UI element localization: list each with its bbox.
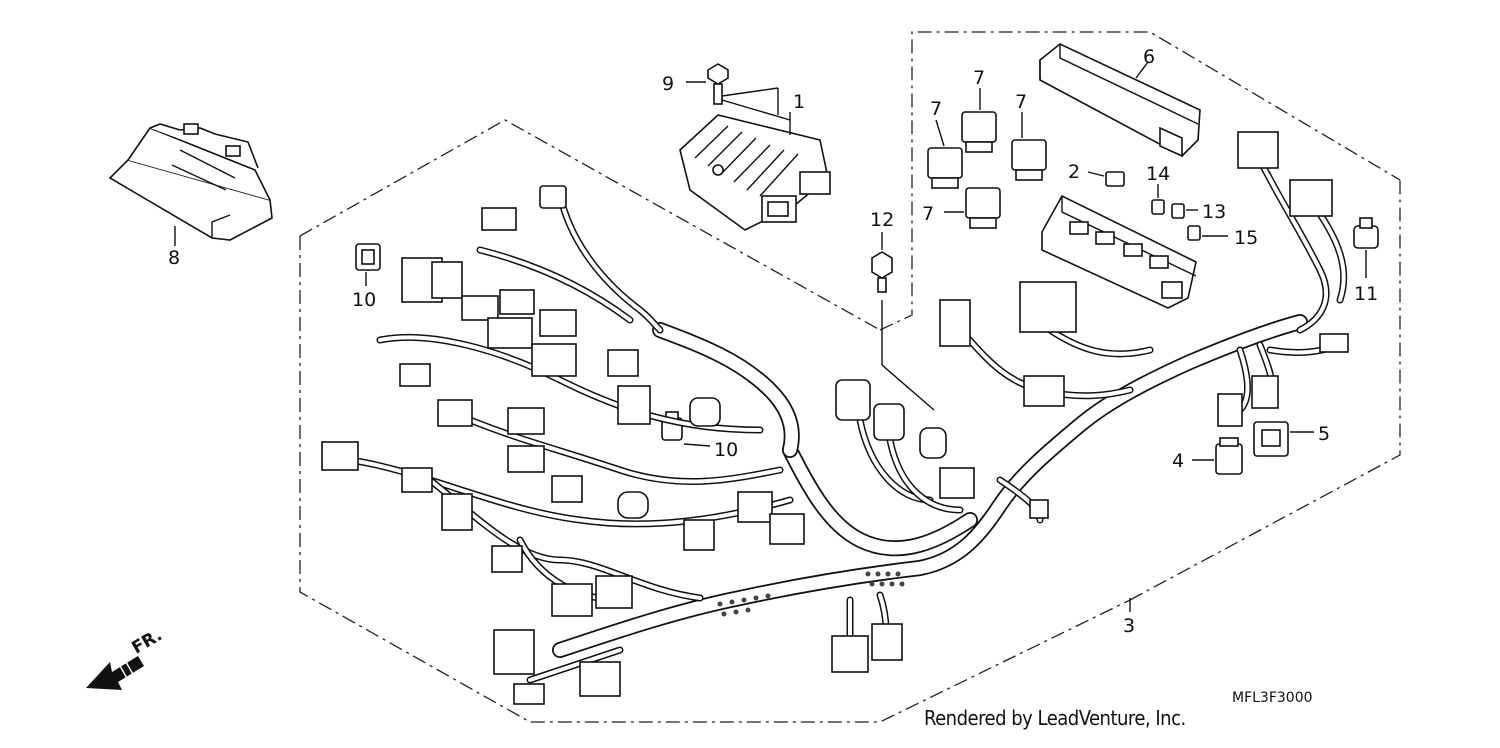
callout-7d: 7 (922, 203, 934, 225)
fusebox-base (1041, 194, 1197, 309)
callout-14: 14 (1146, 163, 1170, 185)
part-13-fuse[interactable] (1171, 203, 1198, 219)
part-7-relay-b[interactable] (927, 119, 963, 189)
render-credit: Rendered by LeadVenture, Inc. (924, 706, 1186, 730)
part-6-fusebox-cover[interactable] (1039, 43, 1201, 158)
part-10-rubber-a[interactable] (355, 243, 381, 286)
part-3-wire-harness[interactable] (321, 131, 1349, 705)
part-15-fuse[interactable] (1187, 225, 1228, 241)
callout-15: 15 (1234, 227, 1258, 249)
callout-7a: 7 (973, 67, 985, 89)
front-marker: FR. (129, 625, 166, 658)
callout-5: 5 (1318, 423, 1330, 445)
callout-10b: 10 (714, 439, 738, 461)
callout-7c: 7 (1015, 91, 1027, 113)
callout-9: 9 (662, 73, 674, 95)
part-2-fuse[interactable] (1087, 171, 1125, 187)
front-direction-arrow: FR. (86, 625, 166, 690)
callout-7b: 7 (930, 98, 942, 120)
callout-2: 2 (1068, 161, 1080, 183)
callout-13: 13 (1202, 201, 1226, 223)
callout-6: 6 (1143, 46, 1155, 68)
fusebox-group-outline (879, 31, 1401, 331)
drawing-code: MFL3F3000 (1232, 690, 1313, 706)
callout-10a: 10 (352, 289, 376, 311)
callout-12: 12 (870, 209, 894, 231)
callout-3: 3 (1123, 615, 1135, 637)
callout-8: 8 (168, 247, 180, 269)
callout-11: 11 (1354, 283, 1378, 305)
callout-1: 1 (793, 91, 805, 113)
part-5-connector[interactable] (1253, 421, 1314, 457)
part-9-bolt[interactable] (686, 63, 791, 121)
part-7-relay-a[interactable] (961, 88, 997, 153)
part-8-cover[interactable] (108, 123, 273, 246)
callout-4: 4 (1172, 450, 1184, 472)
part-14-fuse[interactable] (1151, 184, 1165, 215)
harness-group-outline (299, 119, 1401, 723)
part-4-connector[interactable] (1192, 437, 1243, 475)
part-7-relay-d[interactable] (944, 187, 1001, 229)
part-7-relay-c[interactable] (1011, 112, 1047, 181)
part-12-switch[interactable] (871, 232, 935, 411)
part-11-connector[interactable] (1353, 217, 1379, 278)
part-1-regulator[interactable] (679, 88, 831, 231)
